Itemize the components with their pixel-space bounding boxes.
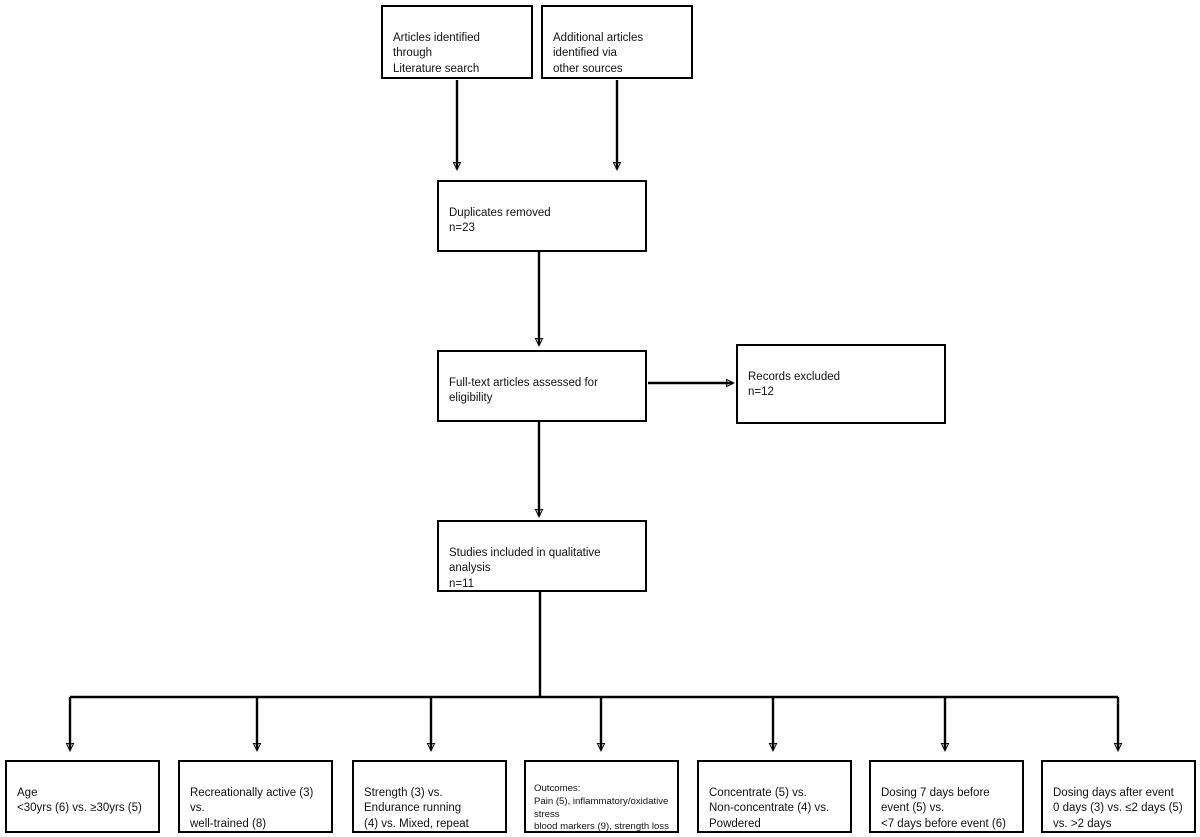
node-subgroup-dosing-before-event-text: Dosing 7 days before event (5) vs. <7 da… [881,787,1006,830]
node-subgroup-supplement-form: Concentrate (5) vs. Non-concentrate (4) … [697,760,852,833]
node-articles-identified-other-sources: Additional articles identified via other… [541,5,693,79]
node-subgroup-exercise-modality: Strength (3) vs. Endurance running (4) v… [352,760,507,833]
node-studies-included: Studies included in qualitative analysis… [437,520,647,592]
node-subgroup-supplement-form-text: Concentrate (5) vs. Non-concentrate (4) … [709,787,830,830]
node-full-text-assessed-text: Full-text articles assessed for eligibil… [449,377,598,405]
node-subgroup-dosing-before-event: Dosing 7 days before event (5) vs. <7 da… [869,760,1024,833]
node-subgroup-outcomes: Outcomes: Pain (5), inflammatory/oxidati… [524,760,679,833]
node-studies-included-text: Studies included in qualitative analysis… [449,547,601,590]
node-duplicates-removed-text: Duplicates removed n=23 [449,207,551,235]
node-subgroup-training-status: Recreationally active (3) vs. well-train… [178,760,333,833]
node-subgroup-outcomes-text: Outcomes: Pain (5), inflammatory/oxidati… [534,782,669,833]
node-records-excluded: Records excluded n=12 [736,344,946,424]
node-records-excluded-text: Records excluded n=12 [748,371,841,399]
node-subgroup-age: Age <30yrs (6) vs. ≥30yrs (5) [5,760,160,833]
node-subgroup-training-status-text: Recreationally active (3) vs. well-train… [190,787,314,830]
node-subgroup-dosing-after-event-text: Dosing days after event 0 days (3) vs. ≤… [1053,787,1183,830]
node-articles-identified-other-sources-text: Additional articles identified via other… [553,32,644,75]
node-subgroup-age-text: Age <30yrs (6) vs. ≥30yrs (5) [17,787,142,815]
node-subgroup-dosing-after-event: Dosing days after event 0 days (3) vs. ≤… [1041,760,1196,833]
node-subgroup-exercise-modality-text: Strength (3) vs. Endurance running (4) v… [364,787,469,830]
node-articles-identified-search: Articles identified through Literature s… [381,5,533,79]
node-full-text-assessed: Full-text articles assessed for eligibil… [437,350,647,422]
node-duplicates-removed: Duplicates removed n=23 [437,180,647,252]
node-articles-identified-search-text: Articles identified through Literature s… [393,32,480,75]
